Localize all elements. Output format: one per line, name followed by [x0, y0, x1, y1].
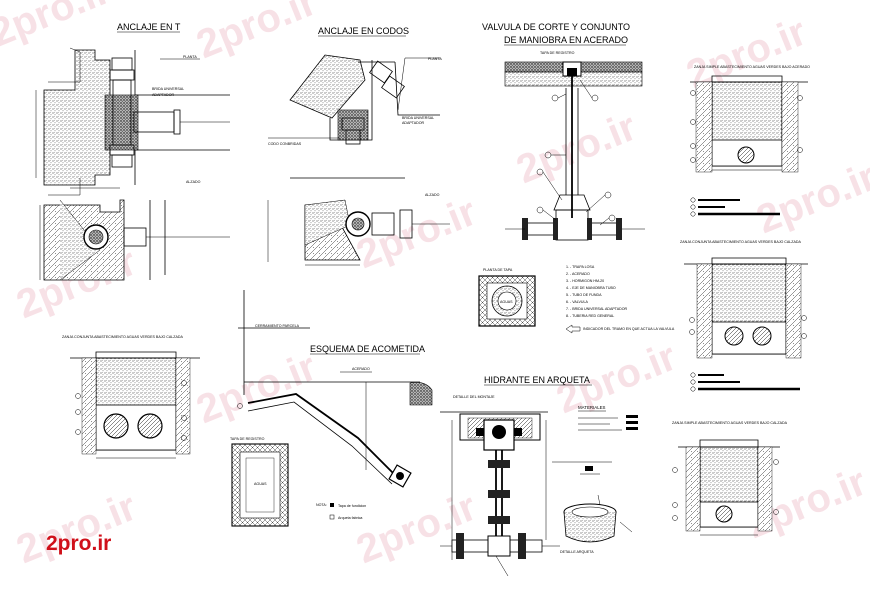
- label-nota-2: Arqueta fabrica: [338, 516, 362, 520]
- esquema-acometida-drawing: ESQUEMA DE ACOMETIDA CERRAMIENTO PARCELA…: [230, 290, 433, 527]
- title-hidrante: HIDRANTE EN ARQUETA: [484, 375, 590, 385]
- label-adaptador: ADAPTADOR: [152, 93, 175, 97]
- watermark: 2pro.ir: [751, 155, 870, 242]
- label-zanja-conjunta-left: ZANJA CONJUNTA ABASTECIMIENTO AGUAS VERD…: [62, 335, 183, 339]
- zanja-simple-acerado-drawing: ZANJA SIMPLE ABASTECIMIENTO AGUAS VERDES…: [690, 65, 810, 217]
- valvula-de-corte-drawing: VALVULA DE CORTE Y CONJUNTO DE MANIOBRA …: [478, 22, 675, 334]
- label-acerado-esquema: ACERADO: [352, 367, 370, 371]
- title-anclaje-en-codos: ANCLAJE EN CODOS: [318, 26, 409, 36]
- legend-item-5: 5. - TUBO DE FUNDA: [566, 293, 602, 297]
- label-adaptador-codos: ADAPTADOR: [402, 121, 425, 125]
- label-codo: CODO CONBRIDAS: [268, 142, 302, 146]
- zanja-simple-calzada-drawing: ZANJA SIMPLE ABASTECIMIENTO AGUAS VERDES…: [672, 421, 788, 536]
- label-alzado: ALZADO: [186, 180, 201, 184]
- arrow-icon: [565, 324, 581, 334]
- label-aguas-tapa: AGUAS: [500, 300, 513, 304]
- legend-note: INDICADOR DEL TRAMO EN QUE ACTUA LA VALV…: [583, 327, 675, 331]
- watermark: 2pro.ir: [191, 345, 323, 432]
- watermark: 2pro.ir: [511, 105, 643, 192]
- anclaje-en-t-drawing: ANCLAJE EN T PLANTA BRIDA UNIVERSAL ADAP…: [35, 22, 230, 281]
- label-tapa-registro-esquema: TAPA DE REGISTRO: [230, 437, 265, 441]
- brand-logo: 2pro.ir: [46, 532, 111, 555]
- label-planta: PLANTA: [183, 55, 197, 59]
- zanja-conjunta-right-drawing: ZANJA CONJUNTA ABASTECIMIENTO AGUAS VERD…: [680, 240, 808, 392]
- label-detalle-montaje: DETALLE DEL MONTAJE: [453, 395, 495, 399]
- title-esquema-acometida: ESQUEMA DE ACOMETIDA: [310, 344, 425, 354]
- legend-item-8: 8. - TUBERIA RED GENERAL: [566, 314, 614, 318]
- watermark: 2pro.ir: [0, 0, 116, 56]
- label-brida-universal: BRIDA UNIVERSAL: [152, 87, 184, 91]
- label-tapa-registro: TAPA DE REGISTRO: [540, 51, 575, 55]
- watermark: 2pro.ir: [11, 485, 143, 572]
- callout-circles: [536, 79, 616, 226]
- title-valvula-line2: DE MANIOBRA EN ACERADO: [504, 35, 628, 45]
- label-brida-universal-codos: BRIDA UNIVERSAL: [402, 116, 434, 120]
- label-nota-1: Tapa de fundicion: [338, 504, 366, 508]
- label-planta-codos: PLANTA: [428, 57, 442, 61]
- watermark: 2pro.ir: [351, 190, 483, 277]
- legend-item-3: 3. - HORMIGON HM-20: [566, 279, 604, 283]
- valvula-legend: 1. - TRAPA LOSA 2. - ACERADO 3. - HORMIG…: [565, 265, 675, 334]
- label-zanja-conjunta-right: ZANJA CONJUNTA ABASTECIMIENTO AGUAS VERD…: [680, 240, 801, 244]
- legend-item-2: 2. - ACERADO: [566, 272, 590, 276]
- label-nota: NOTA:: [316, 503, 327, 507]
- label-alzado-codos: ALZADO: [425, 193, 440, 197]
- label-planta-tapa: PLANTA DE TAPA: [483, 268, 513, 272]
- legend-item-1: 1. - TRAPA LOSA: [566, 265, 595, 269]
- label-zanja-simple-acerado: ZANJA SIMPLE ABASTECIMIENTO AGUAS VERDES…: [694, 65, 810, 69]
- label-aguas-esquema: AGUAS: [254, 482, 267, 486]
- label-detalle-arqueta: DETALLE ARQUETA: [560, 550, 594, 554]
- title-valvula-line1: VALVULA DE CORTE Y CONJUNTO: [482, 22, 630, 32]
- label-zanja-simple-calzada: ZANJA SIMPLE ABASTECIMIENTO AGUAS VERDES…: [672, 421, 788, 425]
- legend-item-4: 4. - EJE DE MANIOBRA TUBO: [566, 286, 616, 290]
- legend-item-6: 6. - VALVULA: [566, 300, 588, 304]
- title-anclaje-en-t: ANCLAJE EN T: [117, 22, 181, 32]
- label-materiales: MATERIALES: [578, 405, 606, 410]
- zanja-conjunta-left-drawing: ZANJA CONJUNTA ABASTECIMIENTO AGUAS VERD…: [62, 335, 200, 459]
- label-cerramiento: CERRAMIENTO PARCELA: [255, 324, 300, 328]
- anclaje-en-codos-drawing: ANCLAJE EN CODOS PLANTA BRIDA UNIVERSAL …: [267, 26, 450, 266]
- hidrante-en-arqueta-drawing: HIDRANTE EN ARQUETA DETALLE DEL MONTAJE …: [440, 375, 638, 577]
- watermark: 2pro.ir: [191, 0, 323, 67]
- legend-item-7: 7. - BRIDA UNIVERSAL ADAPTADOR: [566, 307, 628, 311]
